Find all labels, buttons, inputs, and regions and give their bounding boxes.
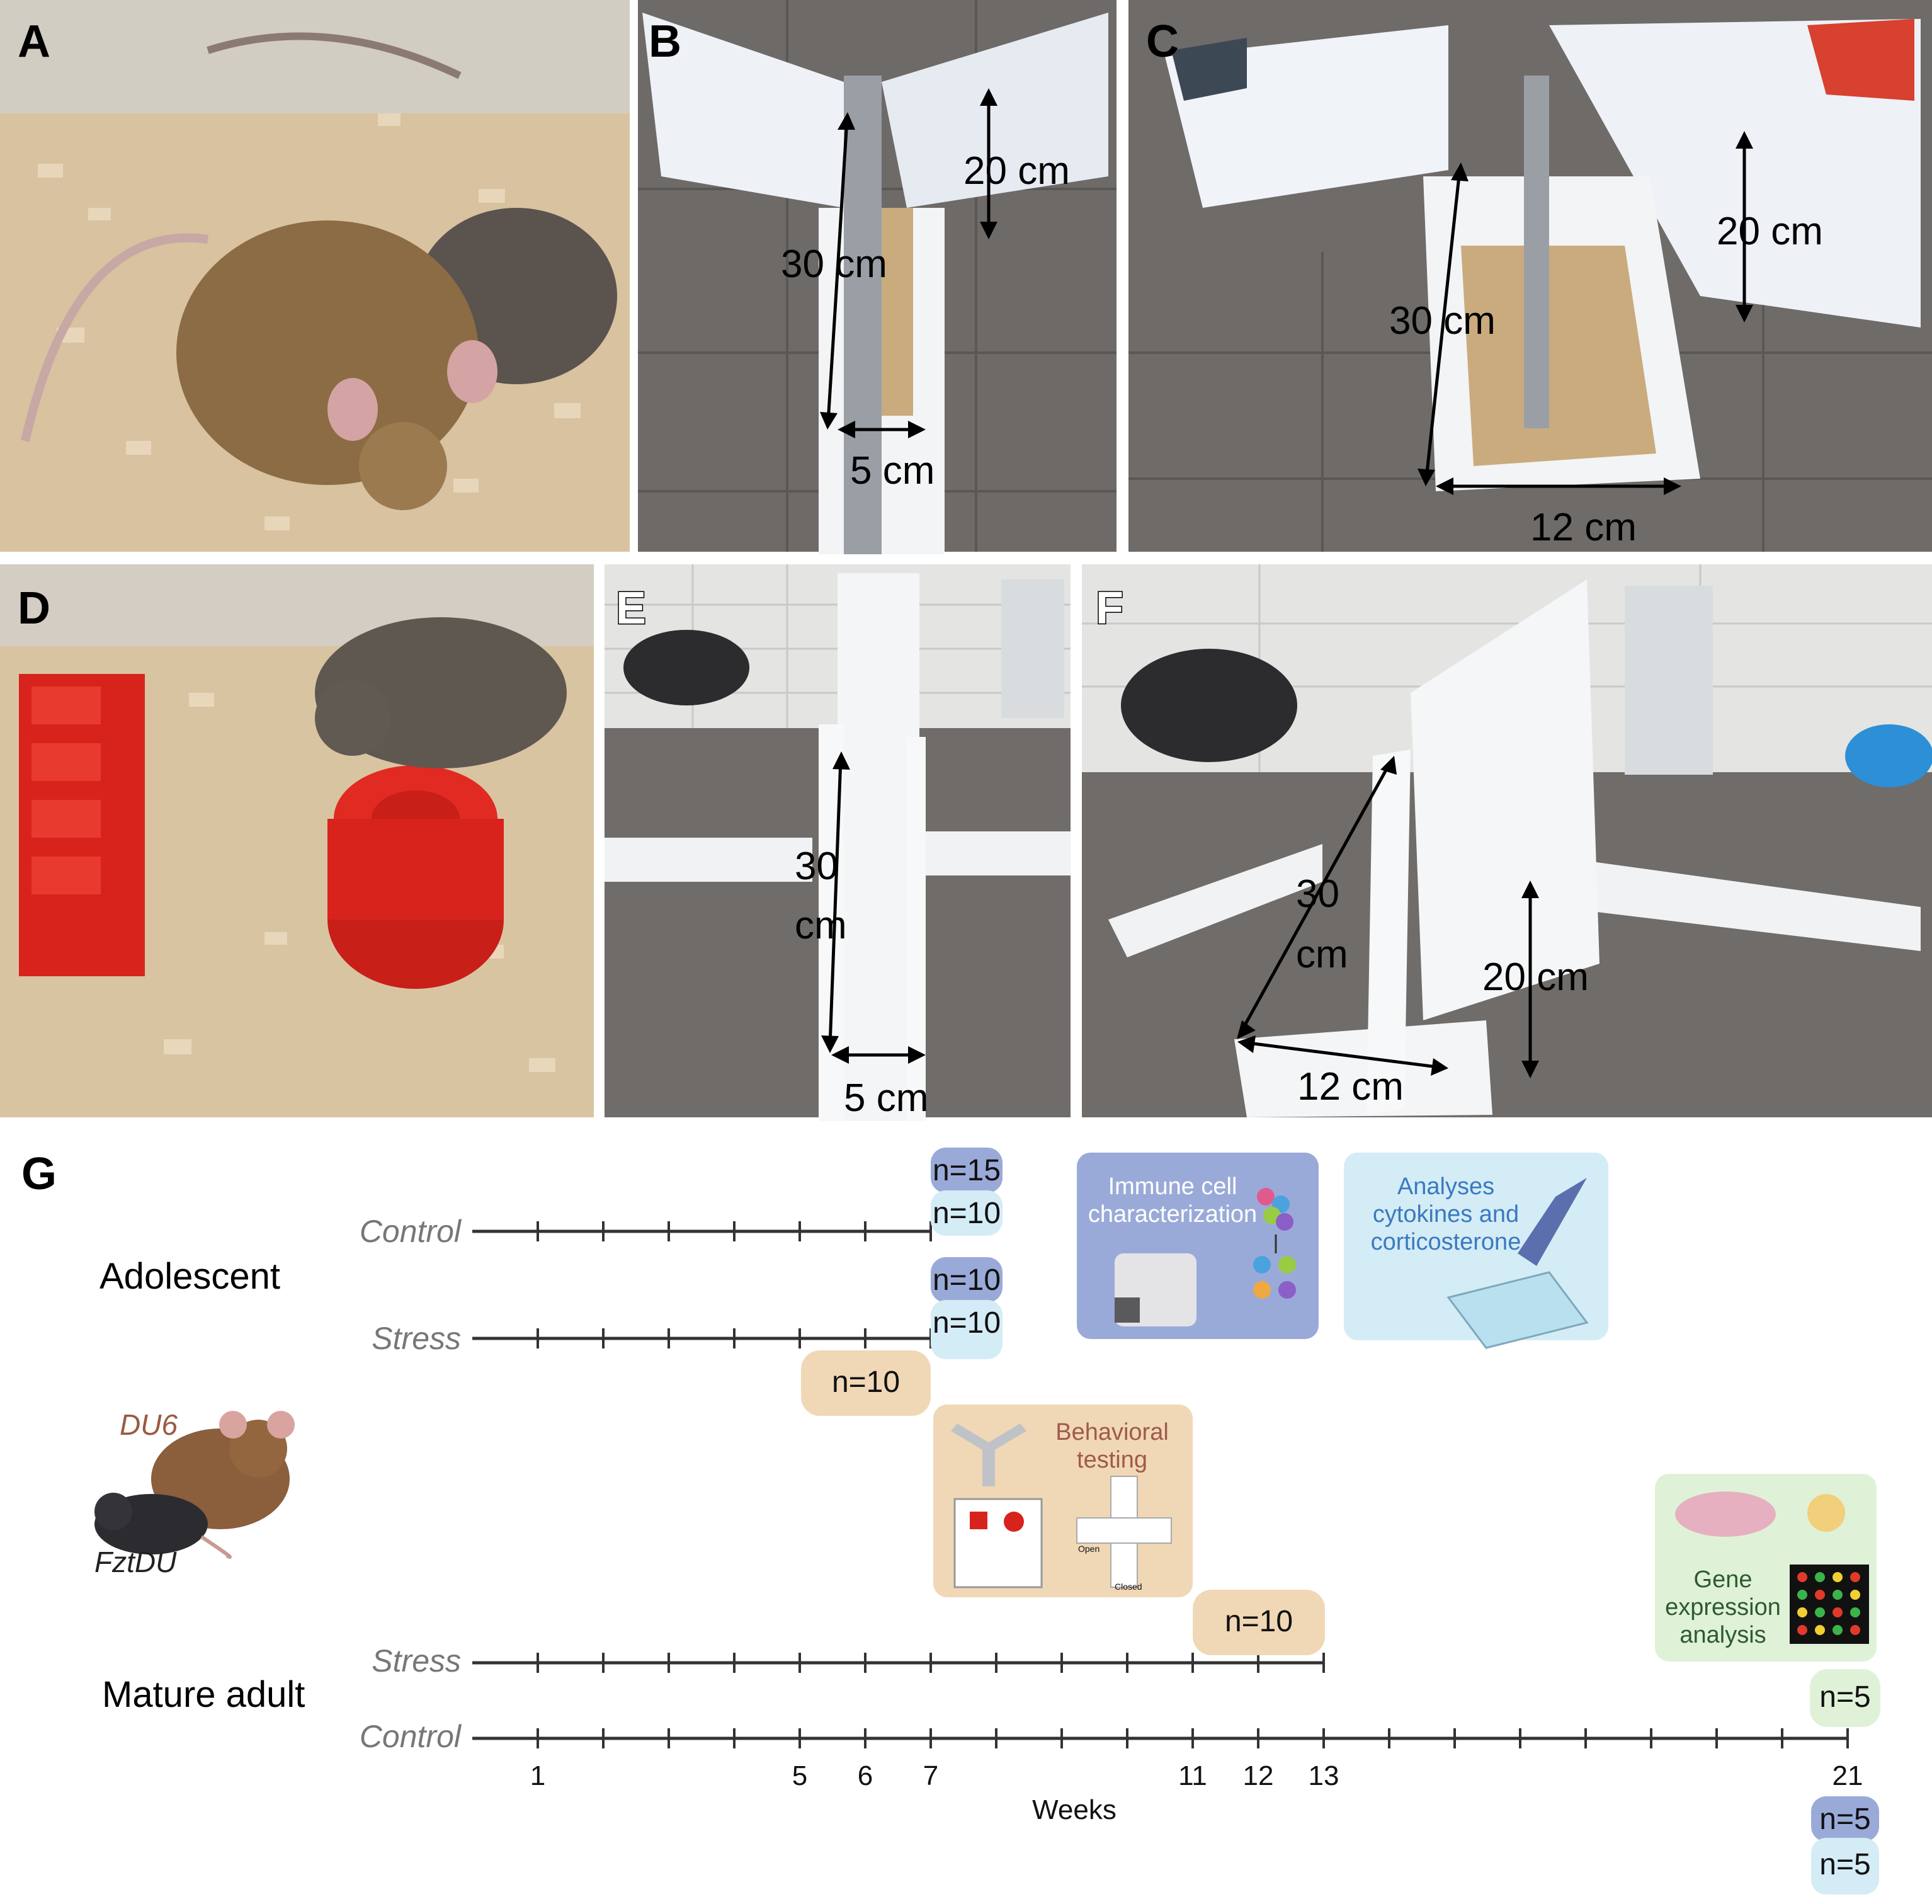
n-label-final-bottom: n=5 [1819,1848,1870,1881]
n-badge [1810,1669,1880,1727]
behavioral-testing-box: Behavioral testing Open Closed [933,1405,1193,1597]
microarray-icon [1790,1565,1869,1644]
panel-letter-b: B [649,16,681,67]
mice-illustration: DU6 FztDU [94,1408,295,1578]
behav-line-1: Behavioral [1055,1419,1169,1445]
dim-f-height: 20 cm [1482,955,1589,999]
n-label-adol-stress-top: n=10 [933,1263,1001,1297]
well-plate-icon [1446,1271,1589,1349]
panel-b: B 20 cm 30 cm 5 cm [638,0,1117,554]
panel-c: C 20 cm 30 cm 12 cm [1128,0,1932,552]
dim-e-length-num: 30 [795,845,838,888]
n-badge [931,1300,1003,1359]
axis-label-weeks: Weeks [1032,1794,1117,1825]
cond-adult-control: Control [360,1719,462,1754]
tick-label-21: 21 [1833,1760,1863,1791]
immune-line-1: Immune cell [1108,1173,1237,1200]
gene-line-1: Gene [1694,1566,1753,1593]
n-label-adol-behav: n=10 [832,1365,900,1399]
behav-closed: Closed [1115,1582,1142,1592]
gene-expression-box: Gene expression analysis [1655,1474,1877,1662]
tick-label-11: 11 [1178,1760,1207,1791]
cond-adult-stress: Stress [372,1643,461,1679]
n-badge [931,1257,1003,1303]
panel-letter-d: D [18,583,50,634]
y-maze-icon [951,1423,1026,1486]
cond-adol-stress: Stress [372,1321,461,1356]
n-badge [801,1350,931,1416]
dim-c-width: 12 cm [1530,506,1637,549]
immune-cell-box: Immune cell characterization [1077,1153,1319,1339]
cyto-line-2: cytokines and [1373,1201,1519,1228]
panel-letter-f: F [1096,583,1123,634]
strain-du6: DU6 [120,1408,178,1441]
panel-g: G Adolescent Mature adult Control Stress… [21,1148,1880,1895]
tail-shape [207,32,462,79]
dim-f-length-unit: cm [1296,933,1348,976]
n-badge [1811,1838,1879,1895]
dim-b-width: 5 cm [850,449,935,493]
tick-label-13: 13 [1309,1760,1339,1791]
object-box-icon [953,1498,1043,1588]
behav-line-2: testing [1077,1447,1147,1473]
cyto-line-1: Analyses [1397,1173,1494,1200]
pipette-icon [1518,1178,1587,1266]
n-label-adol-stress-bottom: n=10 [933,1306,1001,1340]
dim-e-width: 5 cm [844,1076,928,1120]
behav-open: Open [1078,1544,1100,1554]
tick-label-6: 6 [858,1760,873,1791]
n-badge [931,1148,1003,1193]
dim-c-length: 30 cm [1389,299,1496,343]
red-tower-object [327,765,504,989]
tick-label-1: 1 [530,1760,545,1791]
immune-line-2: characterization [1088,1201,1257,1228]
panel-letter-c: C [1146,16,1179,67]
panel-letter-g: G [21,1149,57,1199]
panel-d: D [0,564,594,1117]
tick-label-5: 5 [792,1760,807,1791]
n-badge [1811,1796,1879,1842]
group-label-adolescent: Adolescent [99,1256,280,1297]
dim-c-height: 20 cm [1717,210,1823,253]
n-label-adol-control-bottom: n=10 [933,1197,1001,1230]
cyto-line-3: corticosterone [1371,1229,1521,1255]
dim-f-length-num: 30 [1296,872,1339,916]
cytokines-box: Analyses cytokines and corticosterone [1344,1153,1608,1349]
mouse-brown [176,220,479,485]
cond-adol-control: Control [360,1214,462,1249]
tick-label-12: 12 [1243,1760,1274,1791]
dim-b-length: 30 cm [781,242,887,286]
gene-line-2: expression [1665,1594,1781,1621]
plus-maze-icon [1076,1476,1172,1588]
panel-letter-e: E [616,583,646,634]
group-label-mature-adult: Mature adult [102,1674,305,1715]
n-label-adult-behav: n=10 [1225,1605,1293,1638]
tick-label-7: 7 [923,1760,938,1791]
panel-e: E 30 cm 5 cm [605,564,1071,1121]
n-label-adult-gene: n=5 [1819,1680,1870,1714]
n-label-final-top: n=5 [1819,1803,1870,1836]
panel-letter-a: A [18,16,50,67]
panel-a: A [0,0,630,552]
dim-e-length-unit: cm [795,904,847,947]
n-badge [931,1190,1003,1236]
n-label-adol-control-top: n=15 [933,1154,1001,1187]
red-stair-object [19,674,145,976]
panel-f: F 30 cm 20 cm 12 cm [1082,564,1932,1117]
tissue-icon [1807,1494,1845,1532]
dim-f-width: 12 cm [1297,1065,1404,1109]
dim-b-height: 20 cm [963,149,1070,193]
n-badge [1193,1590,1325,1655]
strain-fztdu: FztDU [94,1546,177,1578]
brain-icon [1675,1491,1776,1537]
gene-line-3: analysis [1679,1622,1766,1648]
